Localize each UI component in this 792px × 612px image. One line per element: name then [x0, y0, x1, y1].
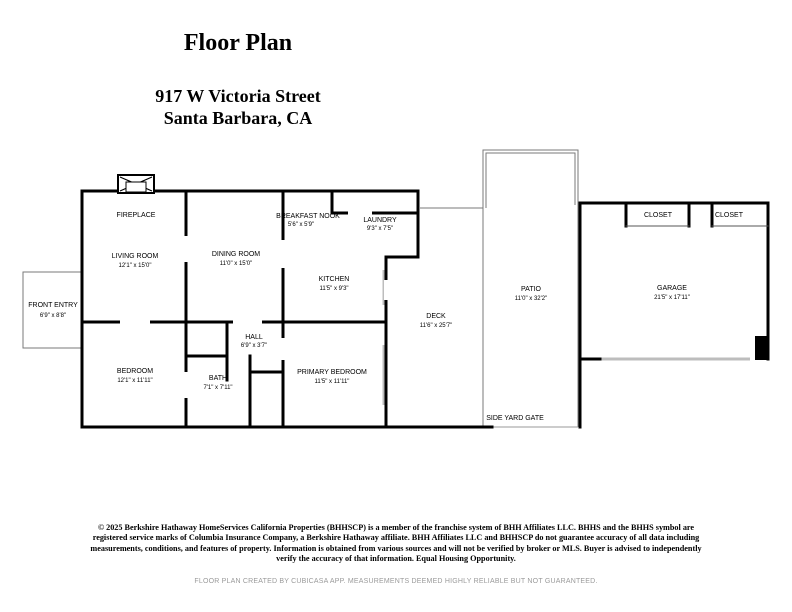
page-title: Floor Plan	[183, 30, 293, 56]
garage-dims: 21'5" x 17'11"	[654, 295, 690, 301]
garage-walls	[578, 201, 770, 429]
dining-room-label: DINING ROOM	[212, 251, 260, 258]
fireplace-label: FIREPLACE	[117, 212, 156, 219]
deck-label: DECK	[426, 313, 446, 320]
address-line-2: Santa Barbara, CA	[163, 108, 313, 128]
bedroom-label: BEDROOM	[117, 368, 153, 375]
copyright-disclaimer: © 2025 Berkshire Hathaway HomeServices C…	[90, 523, 702, 564]
living-room-label: LIVING ROOM	[112, 253, 159, 260]
front-entry-outline	[22, 271, 82, 349]
kitchen-label: KITCHEN	[319, 276, 350, 283]
dining-room-dims: 11'0" x 15'0"	[220, 261, 252, 267]
kitchen-dims: 11'5" x 9'3"	[319, 286, 348, 292]
patio-label: PATIO	[521, 286, 542, 293]
garage-label: GARAGE	[657, 285, 687, 292]
breakfast-nook-dims: 5'6" x 5'9"	[288, 222, 314, 228]
patio-dims: 11'0" x 32'2"	[515, 296, 547, 302]
bath-dims: 7'1" x 7'11"	[203, 385, 232, 391]
hall-label: HALL	[245, 334, 263, 341]
fireplace-icon	[117, 174, 155, 194]
closet-left-label: CLOSET	[644, 212, 673, 219]
hall-dims: 6'9" x 3'7"	[241, 343, 267, 349]
footer-note: FLOOR PLAN CREATED BY CUBICASA APP. MEAS…	[194, 578, 598, 585]
laundry-label: LAUNDRY	[363, 217, 397, 224]
front-entry-dims: 6'9" x 8'8"	[40, 313, 66, 319]
closet-right-label: CLOSET	[715, 212, 744, 219]
side-yard-gate-label: SIDE YARD GATE	[486, 415, 544, 422]
door-openings	[120, 211, 388, 398]
bath-label: BATH	[209, 375, 227, 382]
primary-bedroom-dims: 11'5" x 11'11"	[315, 379, 350, 385]
front-entry-label: FRONT ENTRY	[28, 302, 78, 309]
bedroom-dims: 12'1" x 11'11"	[117, 378, 152, 384]
living-room-dims: 12'1" x 15'0"	[119, 263, 152, 269]
deck-dims: 11'6" x 25'7"	[420, 323, 452, 329]
address-line-1: 917 W Victoria Street	[155, 86, 321, 106]
garage-pillar	[755, 336, 768, 360]
primary-bedroom-label: PRIMARY BEDROOM	[297, 369, 367, 376]
laundry-dims: 9'3" x 7'5"	[367, 226, 393, 232]
breakfast-nook-label: BREAKFAST NOOK	[276, 213, 340, 220]
